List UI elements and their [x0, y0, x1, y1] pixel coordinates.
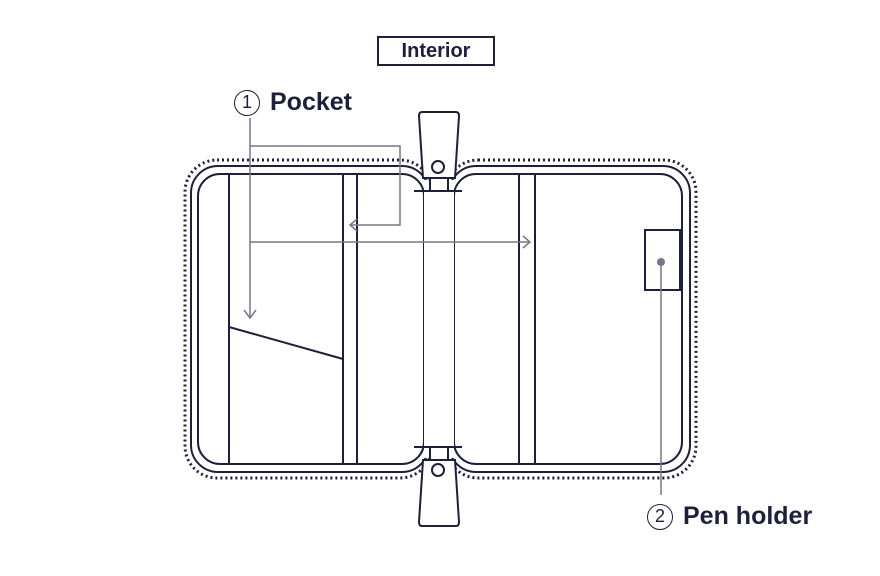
diagram-stroke — [417, 111, 461, 179]
diagram-stroke — [348, 218, 358, 232]
callout-label: Pocket — [270, 88, 352, 116]
pocket-leader-lines — [243, 118, 532, 320]
title-box: Interior — [377, 36, 495, 66]
callout-label: Pen holder — [683, 502, 813, 530]
callout-number: 2 — [647, 503, 673, 530]
diagram-stroke — [453, 173, 683, 465]
diagram-stroke — [424, 180, 454, 458]
pocket-edge — [228, 326, 344, 360]
top-zipper-icon — [414, 111, 462, 192]
diagram-stroke — [183, 158, 434, 480]
diagram-stroke — [444, 158, 698, 480]
diagram-stroke — [429, 446, 449, 461]
diagram-stroke — [197, 173, 425, 465]
bottom-zipper-icon — [414, 446, 462, 527]
diagram-stroke — [448, 165, 691, 473]
diagram-stroke — [250, 145, 401, 226]
callout-number: 1 — [234, 89, 260, 116]
diagram-stroke — [431, 463, 445, 477]
diagram-stroke — [190, 165, 430, 473]
diagram-stroke — [417, 459, 461, 527]
diagram-stroke — [183, 111, 698, 527]
diagram-stroke — [431, 160, 445, 174]
diagram-stroke — [243, 309, 257, 320]
title: Interior — [401, 39, 471, 62]
left-panel — [183, 158, 434, 480]
callout-pocket: 1 Pocket — [234, 88, 352, 117]
right-panel — [444, 158, 698, 480]
callout-pen-holder: 2 Pen holder — [647, 502, 812, 531]
pen-holder-leader — [657, 258, 665, 495]
diagram-stroke — [429, 177, 449, 192]
diagram-stroke — [522, 235, 532, 249]
